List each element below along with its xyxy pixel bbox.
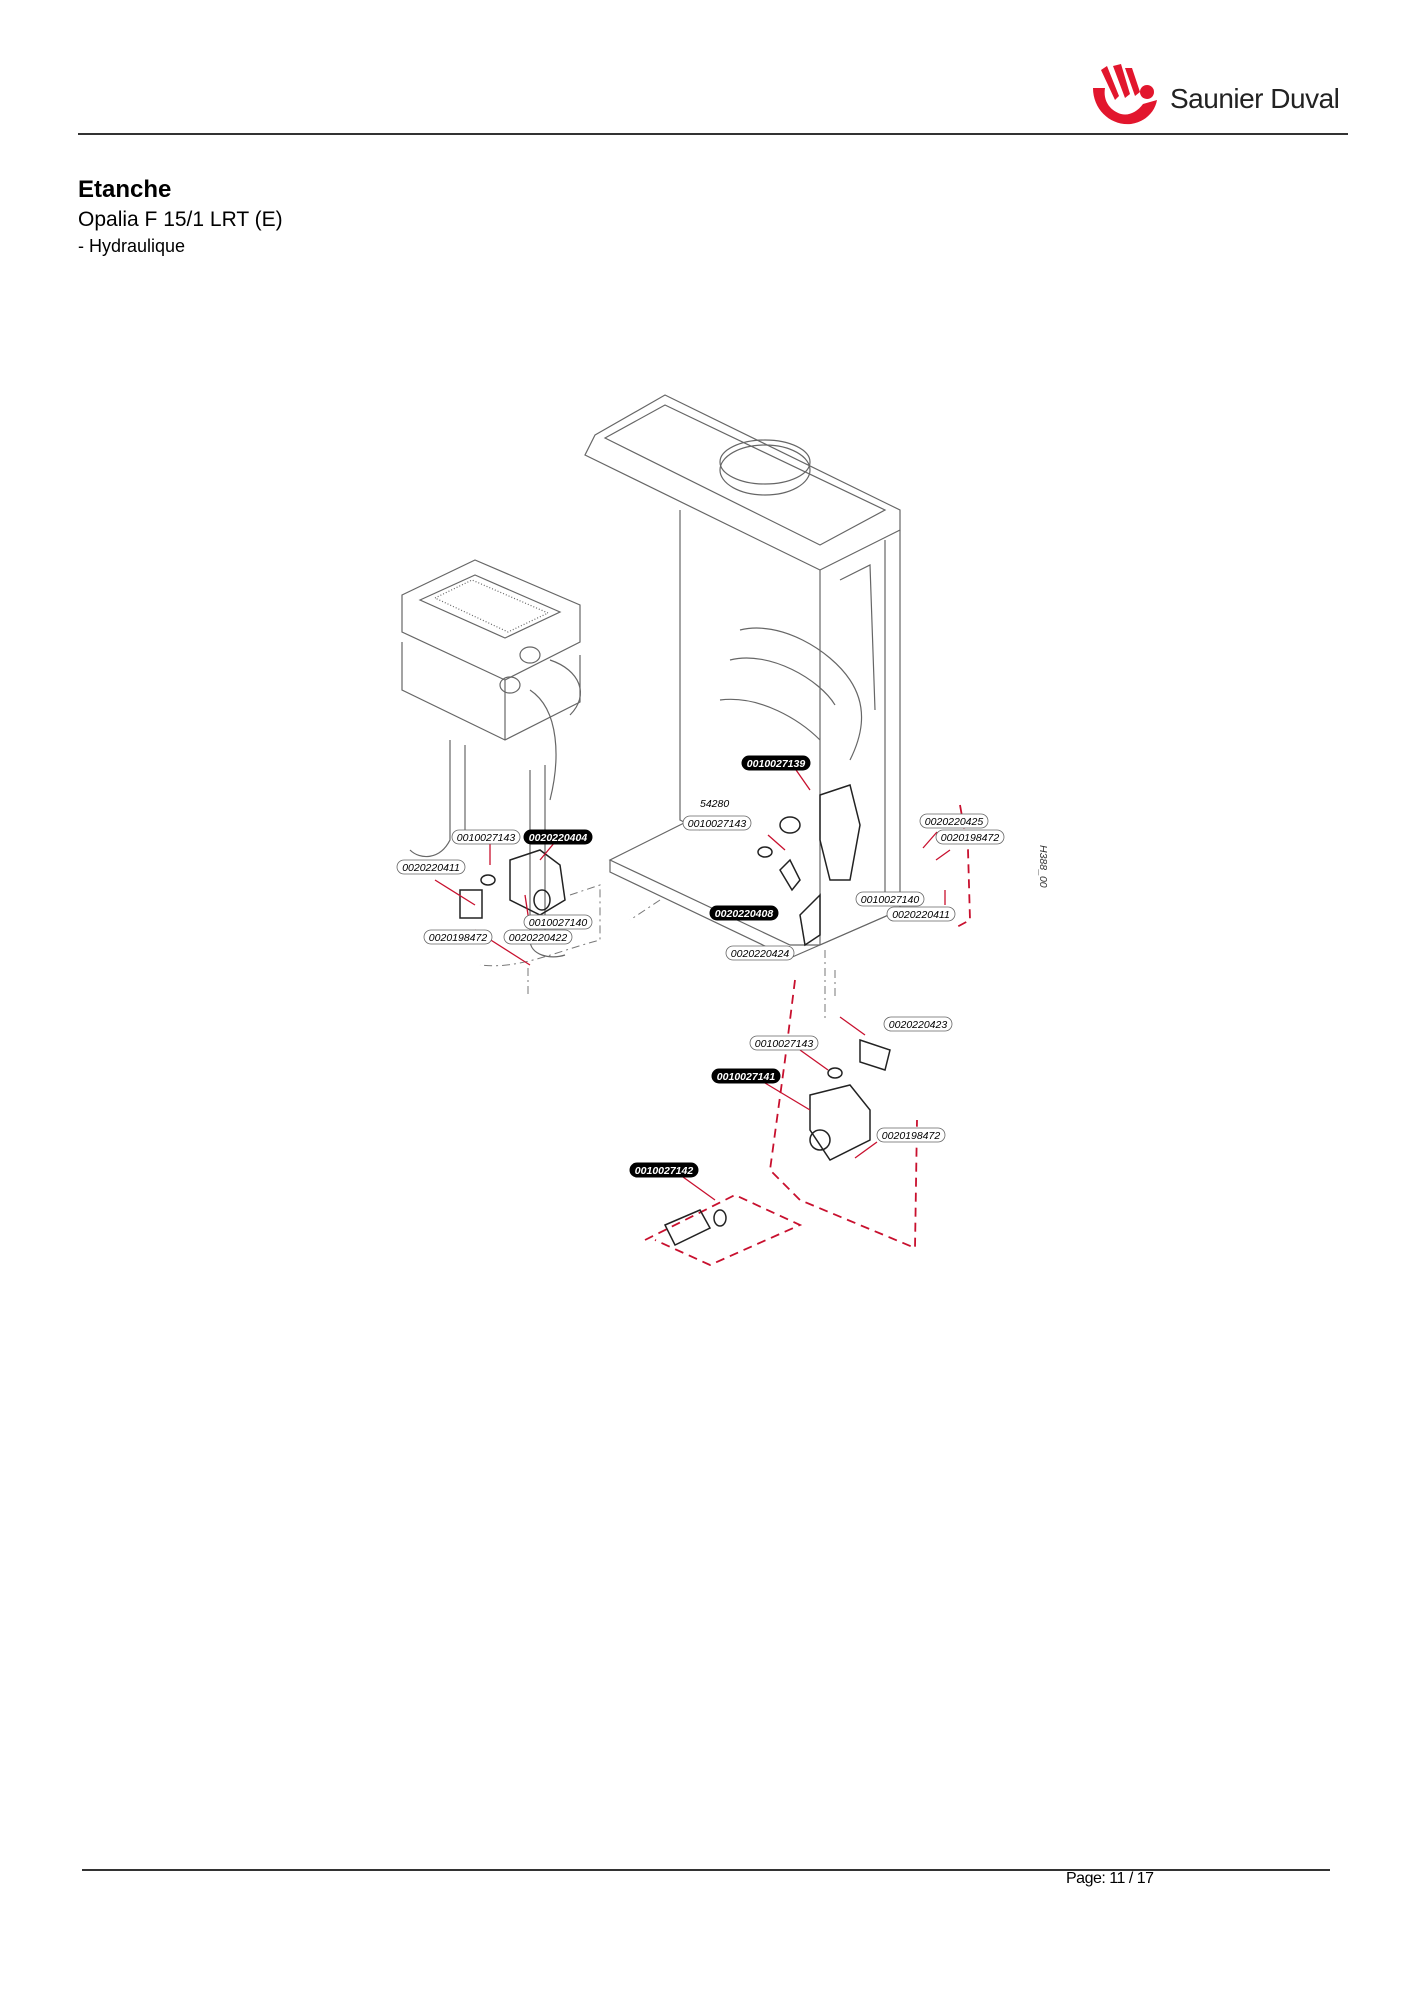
- part-label: 0010027143: [451, 829, 521, 845]
- product-name: Opalia F 15/1 LRT (E): [78, 208, 283, 231]
- part-label: 0010027140: [523, 914, 593, 930]
- svg-text:0020220422: 0020220422: [509, 932, 568, 944]
- part-label: 0010027142: [629, 1162, 699, 1178]
- valve-assembly-left: [459, 849, 566, 919]
- page-number: Page: 11 / 17: [1066, 1870, 1154, 1887]
- section-name: - Hydraulique: [78, 236, 186, 256]
- svg-text:0010027143: 0010027143: [688, 818, 747, 830]
- brand-logo-mark-icon: [1093, 64, 1157, 125]
- svg-text:0020220424: 0020220424: [731, 948, 790, 960]
- part-label: 0020220425: [919, 813, 989, 829]
- boiler-frame: [584, 394, 901, 959]
- svg-text:0010027143: 0010027143: [755, 1038, 814, 1050]
- part-label: 0010027143: [682, 815, 752, 831]
- svg-text:0010027142: 0010027142: [635, 1165, 694, 1177]
- svg-text:0010027141: 0010027141: [717, 1071, 776, 1083]
- svg-text:0010027140: 0010027140: [861, 894, 920, 906]
- svg-text:0020220411: 0020220411: [892, 909, 950, 921]
- part-label: 0020220411: [886, 906, 956, 922]
- header-divider: [78, 133, 1348, 135]
- part-label: 0010027143: [749, 1035, 819, 1051]
- part-label: 0020220422: [503, 929, 573, 945]
- page-title: Etanche: [78, 176, 172, 203]
- footer-divider: [82, 1869, 1330, 1871]
- svg-text:0010027143: 0010027143: [457, 832, 516, 844]
- assembly-outline-filter: [644, 1194, 803, 1266]
- part-label: 0020198472: [876, 1127, 946, 1143]
- svg-text:0020220425: 0020220425: [925, 816, 984, 828]
- part-label: 0020198472: [423, 929, 493, 945]
- brand-logo: [1093, 64, 1157, 125]
- svg-text:0020220408: 0020220408: [715, 908, 774, 920]
- heat-exchanger: [401, 559, 581, 958]
- part-label: 0020220404: [523, 829, 593, 845]
- part-label: 0020220408: [709, 905, 779, 921]
- svg-text:0020198472: 0020198472: [882, 1130, 941, 1142]
- part-label: 0020220411: [396, 859, 466, 875]
- part-label: 0010027141: [711, 1068, 781, 1084]
- part-label: 0020220424: [725, 945, 795, 961]
- part-label: 54280: [700, 798, 729, 810]
- svg-text:0020220404: 0020220404: [529, 832, 588, 844]
- exploded-parts-diagram: 0010027139 54280 0010027143 0020220425 0…: [396, 394, 1049, 1266]
- svg-text:0020198472: 0020198472: [941, 832, 1000, 844]
- brand-name: Saunier Duval: [1170, 83, 1340, 114]
- label-leaders: [434, 756, 951, 1201]
- part-label: 0020198472: [935, 829, 1005, 845]
- svg-text:0020220411: 0020220411: [402, 862, 460, 874]
- drawing-code: H388_00: [1037, 845, 1049, 888]
- svg-text:54280: 54280: [700, 798, 729, 810]
- part-label: 0020220423: [883, 1016, 953, 1032]
- part-label: 0010027139: [741, 755, 811, 771]
- svg-text:0010027139: 0010027139: [747, 758, 806, 770]
- part-label: 0010027140: [855, 891, 925, 907]
- svg-text:0010027140: 0010027140: [529, 917, 588, 929]
- svg-text:0020220423: 0020220423: [889, 1019, 948, 1031]
- filter-cartridge: [663, 1209, 727, 1246]
- hydraulic-block-centre: [757, 784, 861, 947]
- diverter-valve-lower: [809, 1038, 891, 1161]
- svg-text:0020198472: 0020198472: [429, 932, 488, 944]
